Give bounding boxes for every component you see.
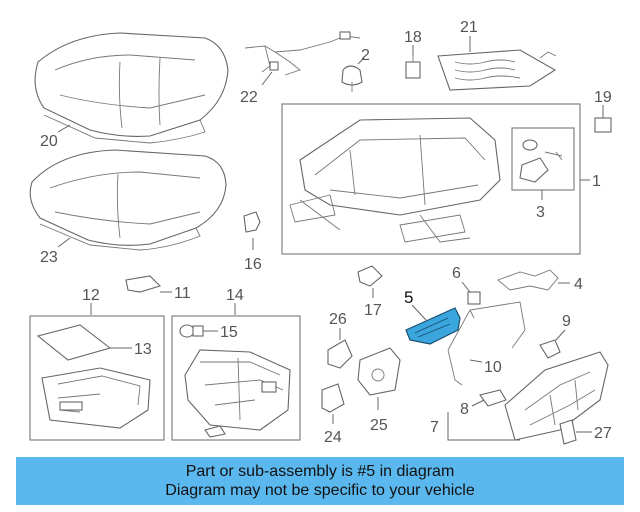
part-11-bracket [125, 275, 162, 293]
callout-24: 24 [324, 429, 342, 446]
part-7-side-shield [504, 351, 609, 441]
part-18-clip [405, 56, 421, 79]
callout-23: 23 [40, 249, 58, 266]
assembly-1-box [281, 103, 581, 255]
part-8-cover [479, 389, 507, 407]
part-10-wire-rod [447, 301, 526, 386]
callout-25: 25 [370, 417, 388, 434]
callout-15: 15 [220, 324, 238, 341]
part-4-bracket [497, 269, 559, 291]
callout-16: 16 [244, 256, 262, 273]
part-12-storage-tray [41, 367, 151, 429]
callout-22: 22 [240, 89, 258, 106]
part-27-trim [559, 419, 577, 445]
leader-23 [57, 237, 71, 248]
part-25-motor [357, 347, 401, 396]
part-9-connector [539, 339, 561, 359]
seat-parts-diagram: 20 23 22 2 18 21 19 [29, 19, 612, 446]
leader-9 [555, 329, 566, 341]
leader-2 [357, 57, 365, 65]
part-26-actuator [327, 339, 353, 369]
sub-assembly-3-box [511, 127, 575, 191]
info-banner: Part or sub-assembly is #5 in diagram Di… [16, 457, 624, 505]
callout-14: 14 [226, 287, 244, 304]
callout-20: 20 [40, 133, 58, 150]
leader-7 [447, 412, 520, 441]
callout-18: 18 [404, 29, 422, 46]
callout-2: 2 [361, 47, 370, 64]
part-19-cap [594, 117, 612, 133]
leader-6 [461, 281, 471, 293]
banner-line-1: Part or sub-assembly is #5 in diagram [185, 463, 455, 480]
callout-10: 10 [484, 359, 502, 376]
callout-21: 21 [460, 19, 478, 36]
callout-4: 4 [574, 276, 583, 293]
part-24-switch [321, 383, 345, 413]
callout-5: 5 [404, 288, 413, 307]
part-5-detail [414, 317, 451, 338]
callout-13: 13 [134, 341, 152, 358]
part-17-clip [357, 265, 383, 287]
assembly-12-box [29, 315, 165, 441]
callout-1: 1 [592, 173, 601, 190]
part-6-cap [467, 291, 481, 305]
callout-17: 17 [364, 302, 382, 319]
part-22-wire-harness [244, 31, 361, 76]
callout-8: 8 [460, 401, 469, 418]
callout-26: 26 [329, 311, 347, 328]
leader-22 [261, 71, 273, 86]
part-20-cushion-pad [34, 32, 229, 144]
part-14-console-housing [184, 349, 291, 438]
callout-12: 12 [82, 287, 100, 304]
leader-20 [57, 124, 71, 133]
banner-line-2: Diagram may not be specific to your vehi… [165, 482, 475, 499]
callout-11: 11 [174, 285, 191, 302]
part-13-mat [36, 324, 112, 361]
part-1-seat-frame [289, 117, 501, 243]
part-16-clip [243, 211, 261, 233]
callout-19: 19 [594, 89, 612, 106]
part-15-bulb [179, 324, 204, 338]
leader-5 [411, 304, 427, 321]
callout-7: 7 [430, 419, 439, 436]
callout-9: 9 [562, 313, 571, 330]
leader-10 [469, 359, 483, 363]
part-23-cushion-cover [29, 149, 227, 251]
leader-8 [471, 399, 485, 407]
part-3-bolt-bracket [519, 139, 563, 183]
part-2-grommet [341, 65, 363, 92]
assembly-14-box [171, 315, 301, 441]
callout-6: 6 [452, 265, 461, 282]
callout-3: 3 [536, 204, 545, 221]
callout-27: 27 [594, 425, 612, 442]
part-21-heater-mat [437, 49, 557, 91]
part-5-highlighted-trim [405, 307, 461, 345]
